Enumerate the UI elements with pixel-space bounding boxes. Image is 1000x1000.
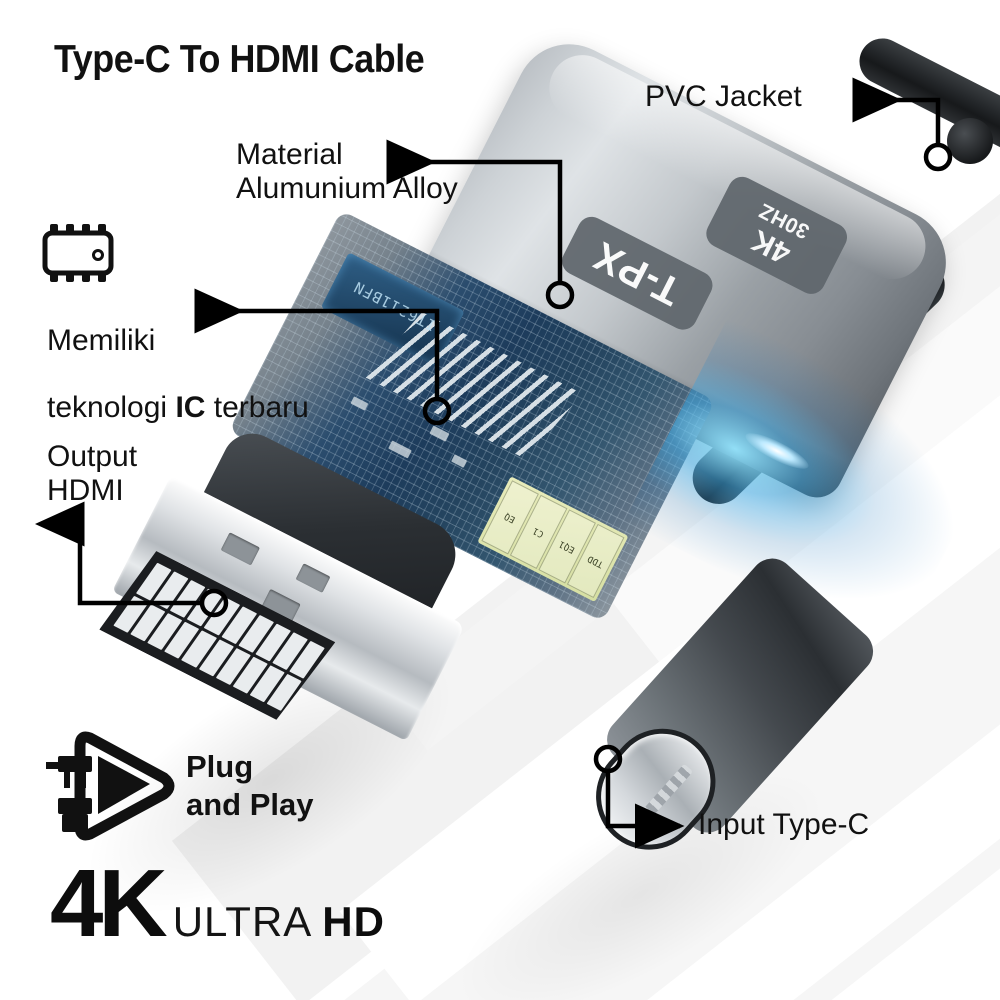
callout-pvc-jacket [852,77,953,172]
ic-label-line2-pre: teknologi [47,390,176,424]
callout-label-pvc-jacket: PVC Jacket [645,80,802,113]
page-title: Type-C To HDMI Cable [54,38,425,81]
ic-label-line2-post: terbaru [205,390,309,424]
pvc-cable-upper-end [947,118,993,164]
callout-label-input-type-c: Input Type-C [698,808,870,841]
resolution-4k: 4K [50,850,168,957]
callout-label-ic-technology: Memiliki teknologi IC terbaru [47,290,309,424]
callout-ic-technology [194,288,452,426]
callout-label-material: Material Alumunium Alloy [236,138,458,205]
resolution-badge: 4K ULTRA HD [50,856,385,952]
plug-and-play-text: Plug and Play [186,749,314,822]
callout-label-output-hdmi: Output HDMI [47,440,138,507]
ic-label-line1: Memiliki [47,323,156,357]
callout-input-type-c [593,744,685,849]
ic-label-bold: IC [175,390,206,424]
plug-and-play-icon [46,731,175,841]
resolution-ultra: ULTRA [172,898,313,945]
callout-material [386,139,575,310]
ic-chip-icon [42,224,114,282]
callout-output-hdmi [35,501,229,618]
resolution-hd: HD [322,898,385,945]
